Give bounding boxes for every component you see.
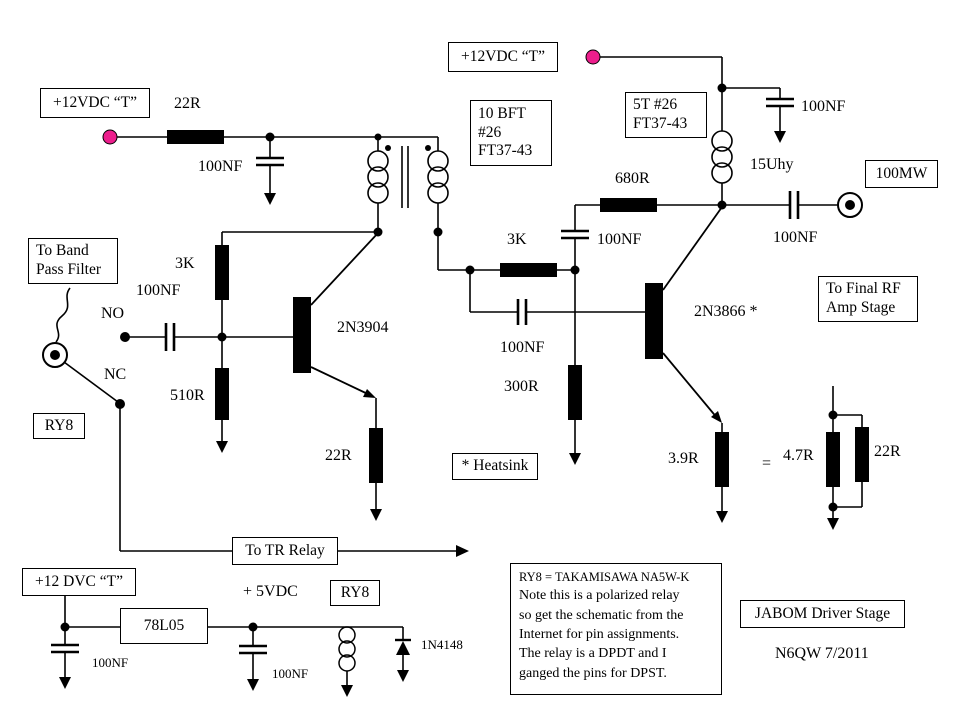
relay-note-box: RY8 = TAKAMISAWA NA5W-K Note this is a p… [510, 563, 722, 695]
grounds [59, 120, 839, 697]
relay-note-line: Note this is a polarized relay [519, 588, 680, 604]
diode-1n4148 [395, 638, 411, 655]
label-680r: 680R [615, 170, 650, 187]
label-c100-rail: 100NF [198, 158, 243, 175]
relay-note-line: Internet for pin assignments. [519, 626, 680, 642]
label-3r9: 3.9R [668, 450, 699, 467]
to-final-box: To Final RF Amp Stage [818, 276, 918, 322]
choke-label-box: 5T #26 FT37-43 [625, 92, 707, 138]
transformer-10bft [367, 145, 449, 208]
to-tr-relay-box: To TR Relay [232, 537, 338, 565]
label-equals: = [762, 455, 772, 472]
resistor-4r7 [826, 432, 840, 487]
label-22r-emitter1: 22R [325, 447, 352, 464]
ground-icon [216, 430, 228, 453]
label-c100-top: 100NF [801, 98, 846, 115]
power-dot-mid [585, 49, 601, 65]
resistors [167, 130, 869, 487]
label-c100-out: 100NF [773, 229, 818, 246]
label-300r: 300R [504, 378, 539, 395]
label-3k-bias1: 3K [175, 255, 195, 272]
label-3k-base2: 3K [507, 231, 527, 248]
label-c100-reg-out: 100NF [272, 666, 309, 681]
ry8-contacts-box: RY8 [33, 413, 85, 439]
flex-lead [55, 287, 71, 343]
tr-relay-arrow [456, 545, 469, 557]
contact-arm [63, 361, 119, 403]
contact-nc [115, 399, 125, 409]
ground-icon [59, 666, 71, 689]
resistor-22r-rail [167, 130, 224, 144]
label-author: N6QW 7/2011 [775, 645, 869, 662]
transistor-bar [645, 283, 663, 359]
power-dot-left [102, 129, 118, 145]
resistor-300r [568, 365, 582, 420]
label-2n3904: 2N3904 [337, 319, 389, 336]
label-c100-base2: 100NF [500, 339, 545, 356]
resistor-680r [600, 198, 657, 212]
relay-note-line: so get the schematic from the [519, 607, 684, 623]
relay-note-header: RY8 = TAKAMISAWA NA5W-K [519, 570, 690, 584]
phase-dot [425, 145, 431, 151]
bpf-connector-inner [50, 350, 60, 360]
label-nc: NC [104, 366, 127, 383]
label-15uhy: 15Uhy [750, 156, 794, 173]
label-1n4148: 1N4148 [421, 637, 463, 652]
label-r22-rail: 22R [174, 95, 201, 112]
ground-icon [569, 442, 581, 465]
emitter-arrow [363, 389, 376, 398]
relay-note-line: The relay is a DPDT and I [519, 646, 667, 662]
resistor-3r9 [715, 432, 729, 487]
capacitors [51, 97, 800, 655]
resistor-3k-base2 [500, 263, 557, 277]
regulator-box: 78L05 [120, 608, 208, 644]
ground-icon [247, 668, 259, 691]
relay-note-line: ganged the pins for DPST. [519, 665, 667, 681]
ground-icon [827, 507, 839, 530]
resistor-510r [215, 368, 229, 420]
ry8-coil-box: RY8 [330, 580, 380, 606]
transistor-2n3866 [645, 206, 723, 423]
label-5vdc: + 5VDC [243, 583, 298, 600]
emitter-arrow [711, 411, 722, 423]
ground-icon [716, 500, 728, 523]
resistor-3k-bias1 [215, 245, 229, 300]
transformer-label-box: 10 BFT #26 FT37-43 [470, 100, 552, 166]
contact-no [120, 332, 130, 342]
label-c100-feedback: 100NF [597, 231, 642, 248]
ground-icon [264, 182, 276, 205]
heatsink-box: * Heatsink [452, 453, 538, 480]
label-c100-reg-in: 100NF [92, 655, 129, 670]
label-no: NO [101, 305, 125, 322]
power-dots [102, 49, 601, 145]
label-4r7: 4.7R [783, 447, 814, 464]
ground-icon [397, 664, 409, 682]
ground-icon [370, 498, 382, 521]
resistor-22r-parallel [855, 427, 869, 482]
relay-coil [338, 626, 356, 672]
resistor-22r-emitter1 [369, 428, 383, 483]
label-22r-parallel: 22R [874, 443, 901, 460]
vcc-mid-box: +12VDC “T” [448, 42, 558, 72]
vcc-left-box: +12VDC “T” [40, 88, 150, 118]
label-510r: 510R [170, 387, 205, 404]
phase-dot [385, 145, 391, 151]
label-c100-input: 100NF [136, 282, 181, 299]
junction-dots [60, 83, 838, 632]
wires [64, 56, 863, 676]
to-bpf-box: To Band Pass Filter [28, 238, 118, 284]
title-box: JABOM Driver Stage [740, 600, 905, 628]
transistor-2n3904 [293, 232, 379, 398]
ground-icon [341, 676, 353, 697]
power-out-box: 100MW [865, 160, 938, 188]
inductor-15uhy [711, 130, 733, 184]
ground-icon [774, 120, 786, 143]
label-2n3866: 2N3866 * [694, 303, 758, 320]
relay-contacts [42, 287, 130, 409]
connector-output [837, 192, 863, 218]
transistor-bar [293, 297, 311, 373]
dvc-box: +12 DVC “T” [22, 568, 136, 596]
